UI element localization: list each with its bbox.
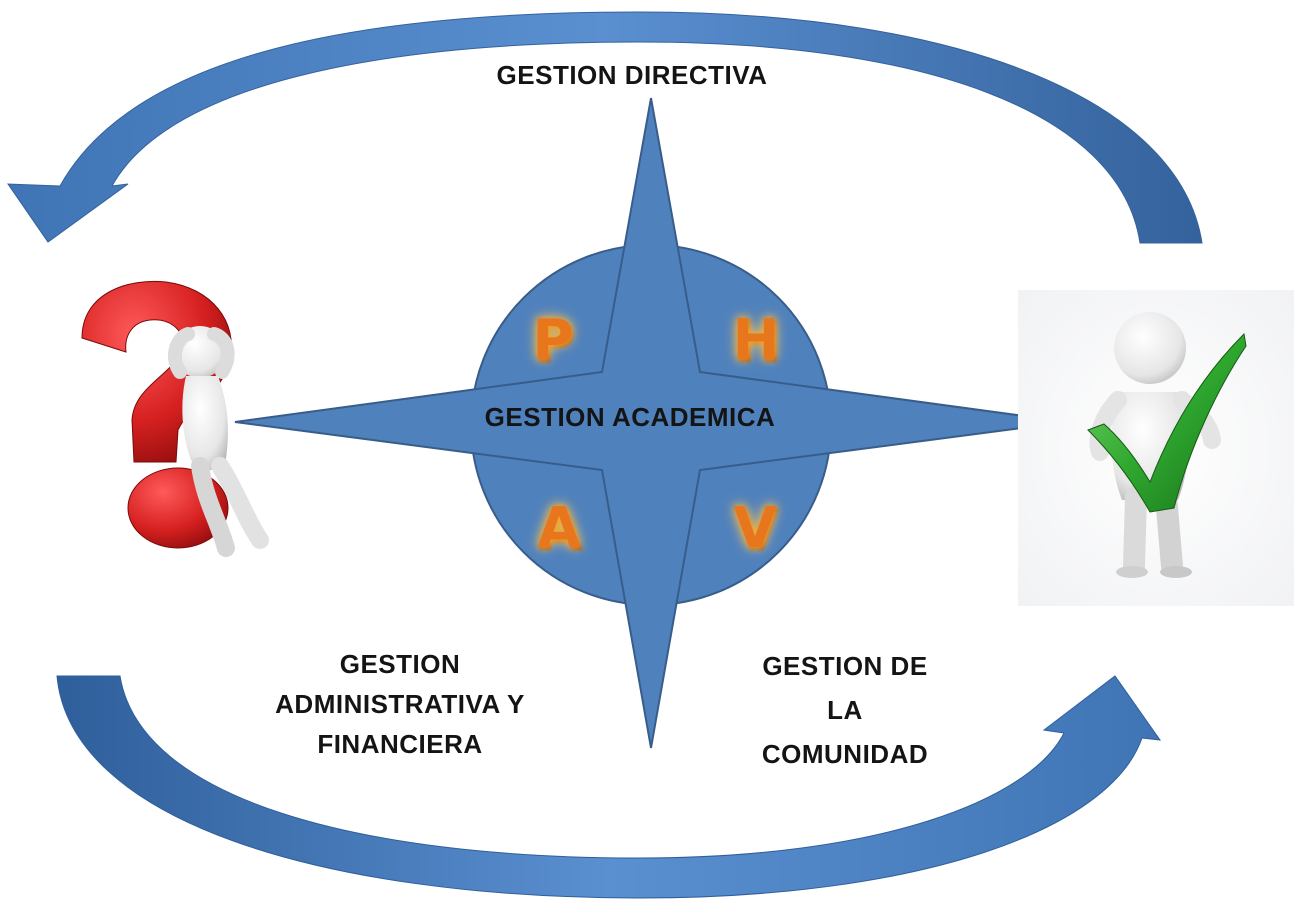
gestion-administrativa-label: GESTION ADMINISTRATIVA Y FINANCIERA bbox=[200, 644, 600, 764]
cycle-letter-verify: V bbox=[733, 496, 777, 561]
right-label-line-3: COMUNIDAD bbox=[761, 739, 929, 769]
top-cycle-arrow bbox=[7, 11, 1203, 244]
right-label-line-1: GESTION DE bbox=[762, 651, 928, 681]
cycle-letter-plan: P bbox=[532, 308, 574, 373]
compass-star bbox=[234, 97, 1069, 749]
left-label-line-2: ADMINISTRATIVA Y bbox=[275, 689, 525, 719]
question-mark-person-icon bbox=[81, 280, 269, 557]
cycle-letter-act: A bbox=[537, 496, 581, 561]
gestion-academica-label: GESTION ACADEMICA bbox=[484, 402, 776, 432]
gestion-directiva-label: GESTION DIRECTIVA bbox=[496, 60, 768, 90]
gestion-comunidad-label: GESTION DE LA COMUNIDAD bbox=[645, 644, 1045, 776]
cycle-letter-do: H bbox=[732, 308, 780, 373]
left-label-line-3: FINANCIERA bbox=[317, 729, 483, 759]
checkmark-person-icon bbox=[1087, 312, 1247, 578]
right-label-line-2: LA bbox=[827, 695, 863, 725]
bottom-cycle-arrow bbox=[56, 675, 1162, 899]
left-label-line-1: GESTION bbox=[339, 649, 461, 679]
